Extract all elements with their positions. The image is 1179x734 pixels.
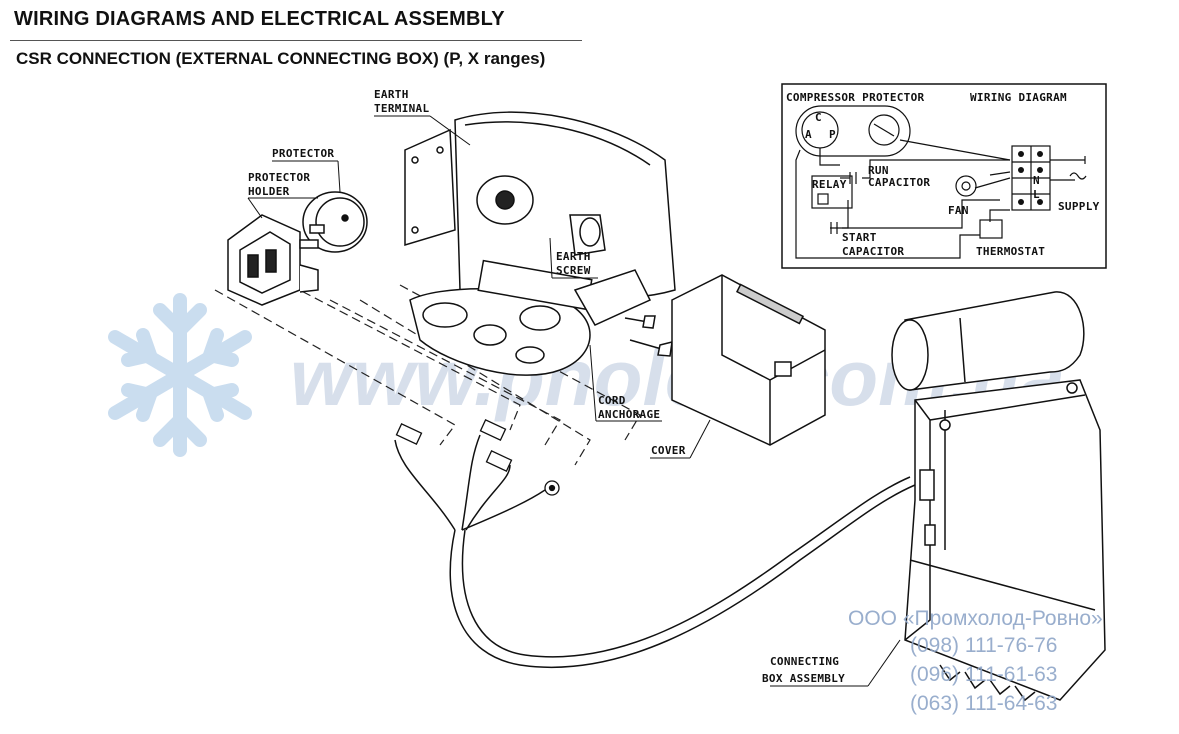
snowflake-watermark-icon xyxy=(108,293,252,457)
supply-label: SUPPLY xyxy=(1058,200,1100,213)
callout-leaders xyxy=(247,115,901,687)
compressor-housing xyxy=(404,111,676,376)
start-capacitor-label: START xyxy=(842,231,877,244)
start-capacitor-label-2: CAPACITOR xyxy=(842,245,904,258)
run-capacitor-label-2: CAPACITOR xyxy=(868,176,930,189)
earth-terminal-label-2: TERMINAL xyxy=(374,102,429,115)
cord-connectors xyxy=(395,419,560,496)
title-divider xyxy=(10,40,582,41)
terminal-n-label: N xyxy=(1033,174,1040,187)
protector-holder-label: PROTECTOR xyxy=(248,171,310,184)
earth-terminal-label: EARTH xyxy=(374,88,409,101)
cover-label: COVER xyxy=(651,444,686,457)
earth-screw-label-2: SCREW xyxy=(556,264,591,277)
connecting-box-label-2: BOX ASSEMBLY xyxy=(762,672,845,685)
terminal-l-label: L xyxy=(1033,188,1040,201)
page-title: WIRING DIAGRAMS AND ELECTRICAL ASSEMBLY xyxy=(14,8,505,30)
cord-anchorage-label-2: ANCHORAGE xyxy=(598,408,660,421)
cover xyxy=(671,274,826,446)
pin-c-label: C xyxy=(815,111,822,124)
connecting-box-assembly xyxy=(891,291,1106,702)
supply-cord xyxy=(394,434,916,669)
phone-watermark-1: (098) 111-76-76 xyxy=(910,634,1057,657)
protector-label: PROTECTOR xyxy=(272,147,334,160)
page-subtitle: CSR CONNECTION (EXTERNAL CONNECTING BOX)… xyxy=(16,49,546,68)
wiring-diagram-inset: COMPRESSOR PROTECTOR WIRING DIAGRAM xyxy=(781,83,1107,269)
relay-label: RELAY xyxy=(812,178,847,191)
screws xyxy=(624,315,673,357)
pin-p-label: P xyxy=(829,128,836,141)
earth-screw-label: EARTH xyxy=(556,250,591,263)
phone-watermark-2: (096) 111-61-63 xyxy=(910,663,1057,686)
connecting-box-label: CONNECTING xyxy=(770,655,839,668)
wiring-diagram-title: WIRING DIAGRAM xyxy=(970,91,1067,104)
pin-a-label: A xyxy=(805,128,812,141)
cord-anchorage-label: CORD xyxy=(598,394,626,407)
protector-holder-label-2: HOLDER xyxy=(248,185,290,198)
compressor-protector-label: COMPRESSOR PROTECTOR xyxy=(786,91,925,104)
phone-watermark-3: (063) 111-64-63 xyxy=(910,692,1057,715)
run-capacitor-label: RUN xyxy=(868,164,889,177)
fan-label: FAN xyxy=(948,204,969,217)
run-capacitor-cylinder xyxy=(891,291,1085,391)
company-watermark: ООО «Промхолод-Ровно» xyxy=(848,607,1103,630)
protector-holder xyxy=(227,214,319,306)
protector xyxy=(299,191,368,253)
thermostat-label: THERMOSTAT xyxy=(976,245,1045,258)
